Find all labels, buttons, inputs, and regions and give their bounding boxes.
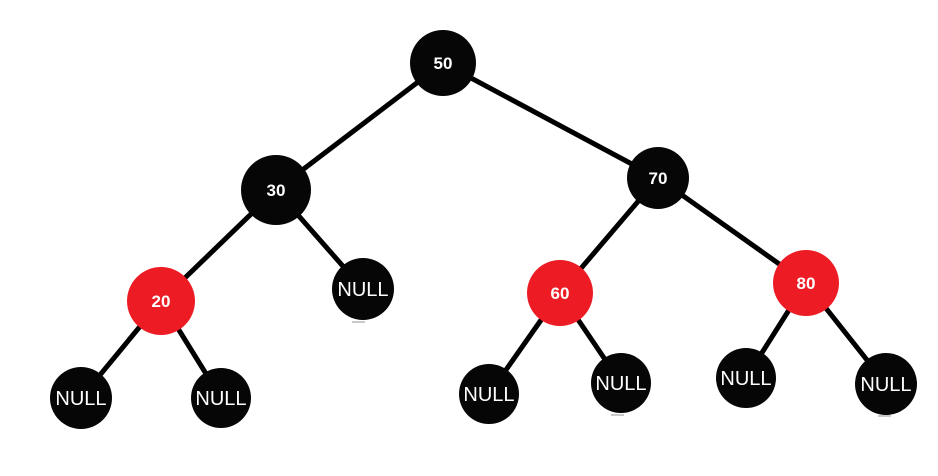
stray-mark <box>352 321 365 323</box>
tree-node-n20: 20 <box>127 267 195 335</box>
tree-node-n60: 60 <box>527 260 593 326</box>
tree-node-label: NULL <box>595 373 646 395</box>
tree-node-null-20r: NULL <box>191 368 251 428</box>
tree-node-label: NULL <box>55 388 106 410</box>
tree-node-label: NULL <box>720 368 771 390</box>
red-node-circle <box>127 267 195 335</box>
black-node-circle <box>332 258 394 320</box>
tree-node-null-30r: NULL <box>332 258 394 320</box>
black-node-circle <box>855 353 917 415</box>
tree-node-n70: 70 <box>627 147 689 209</box>
tree-node-label: 30 <box>267 181 286 200</box>
tree-node-label: NULL <box>860 374 911 396</box>
stray-mark <box>878 415 891 417</box>
tree-node-label: 80 <box>797 274 816 293</box>
tree-edge-n50-n70 <box>440 60 661 181</box>
tree-node-label: NULL <box>463 384 514 406</box>
tree-node-null-20l: NULL <box>50 367 112 429</box>
black-node-circle <box>241 155 311 225</box>
tree-node-null-80l: NULL <box>716 348 776 408</box>
tree-node-n50: 50 <box>410 30 476 96</box>
tree-node-label: 70 <box>649 169 668 188</box>
tree-node-null-60r: NULL <box>591 353 651 413</box>
tree-node-label: 20 <box>152 292 171 311</box>
black-node-circle <box>716 348 776 408</box>
black-node-circle <box>627 147 689 209</box>
black-node-circle <box>459 364 519 424</box>
black-node-circle <box>50 367 112 429</box>
tree-node-n30: 30 <box>241 155 311 225</box>
tree-node-null-80r: NULL <box>855 353 917 415</box>
stray-mark <box>611 414 624 416</box>
red-node-circle <box>773 250 839 316</box>
tree-node-n80: 80 <box>773 250 839 316</box>
black-node-circle <box>191 368 251 428</box>
black-node-circle <box>591 353 651 413</box>
tree-node-label: NULL <box>337 279 388 301</box>
tree-node-null-60l: NULL <box>459 364 519 424</box>
tree-node-label: 60 <box>551 284 570 303</box>
tree-node-label: 50 <box>434 54 453 73</box>
tree-node-label: NULL <box>195 388 246 410</box>
red-node-circle <box>527 260 593 326</box>
black-node-circle <box>410 30 476 96</box>
